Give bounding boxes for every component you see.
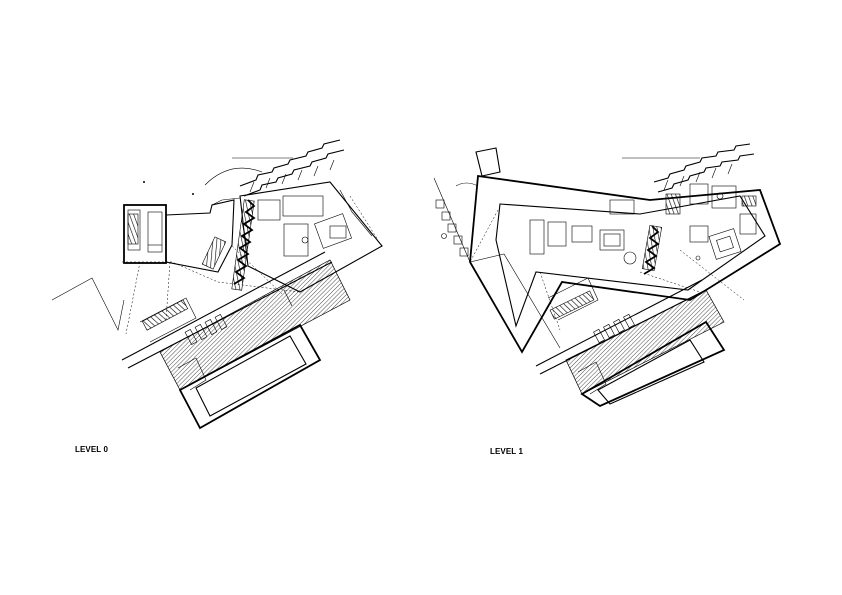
level-0-label: LEVEL 0 xyxy=(75,445,109,454)
stepped-facade-level-0 xyxy=(239,139,345,197)
stepped-facade-level-1 xyxy=(653,143,755,193)
plan-level-1 xyxy=(433,143,782,408)
level-1-label: LEVEL 1 xyxy=(490,447,524,456)
plan-level-0 xyxy=(51,139,383,430)
seating-level-1 xyxy=(435,199,469,257)
